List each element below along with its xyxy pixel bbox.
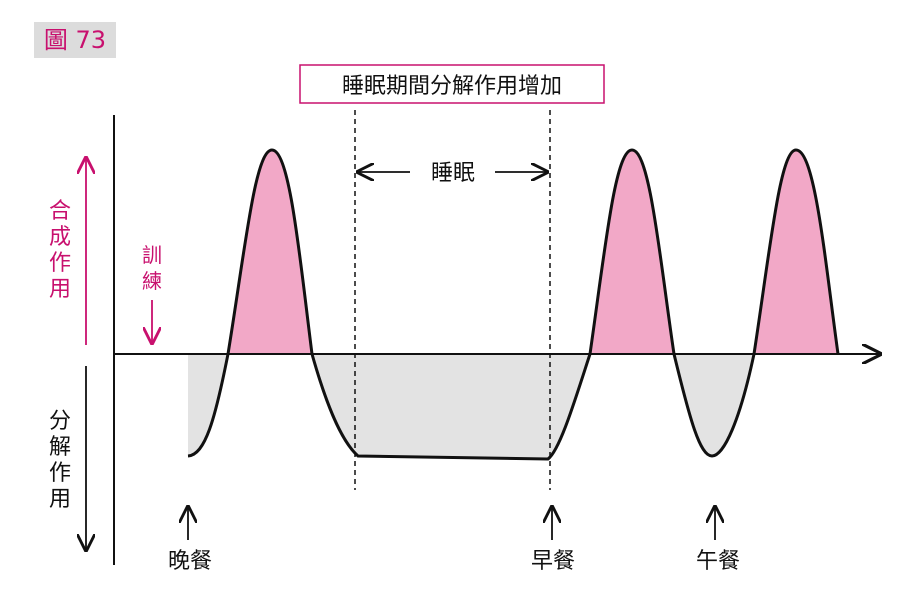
anabolic-char-2: 成 <box>49 225 71 250</box>
top-label: 睡眠期間分解作用增加 <box>342 74 562 99</box>
catabolic-region-sleep <box>312 354 590 459</box>
catabolic-char-2: 解 <box>49 435 71 460</box>
dinner-label: 晚餐 <box>168 549 212 574</box>
figure-label: 圖 73 <box>34 22 116 58</box>
catabolic-char-3: 作 <box>49 461 71 486</box>
anabolic-char-3: 作 <box>49 251 71 276</box>
catabolic-char-1: 分 <box>49 409 71 434</box>
top-label-box <box>299 64 605 104</box>
catabolic-region-morning <box>674 354 754 456</box>
lunch-label: 午餐 <box>696 549 740 574</box>
catabolic-region-evening <box>188 354 228 456</box>
sleep-label: 睡眠 <box>431 161 475 186</box>
breakfast-label: 早餐 <box>531 549 575 574</box>
catabolic-char-4: 用 <box>49 487 71 512</box>
anabolic-peak-3 <box>754 150 838 354</box>
metabolism-curve <box>187 148 840 461</box>
anabolic-char-4: 用 <box>49 277 71 302</box>
anabolic-char-1: 合 <box>49 199 71 224</box>
anabolic-peak-2 <box>590 150 674 354</box>
training-char-2: 練 <box>142 269 162 293</box>
training-char-1: 訓 <box>142 243 162 267</box>
